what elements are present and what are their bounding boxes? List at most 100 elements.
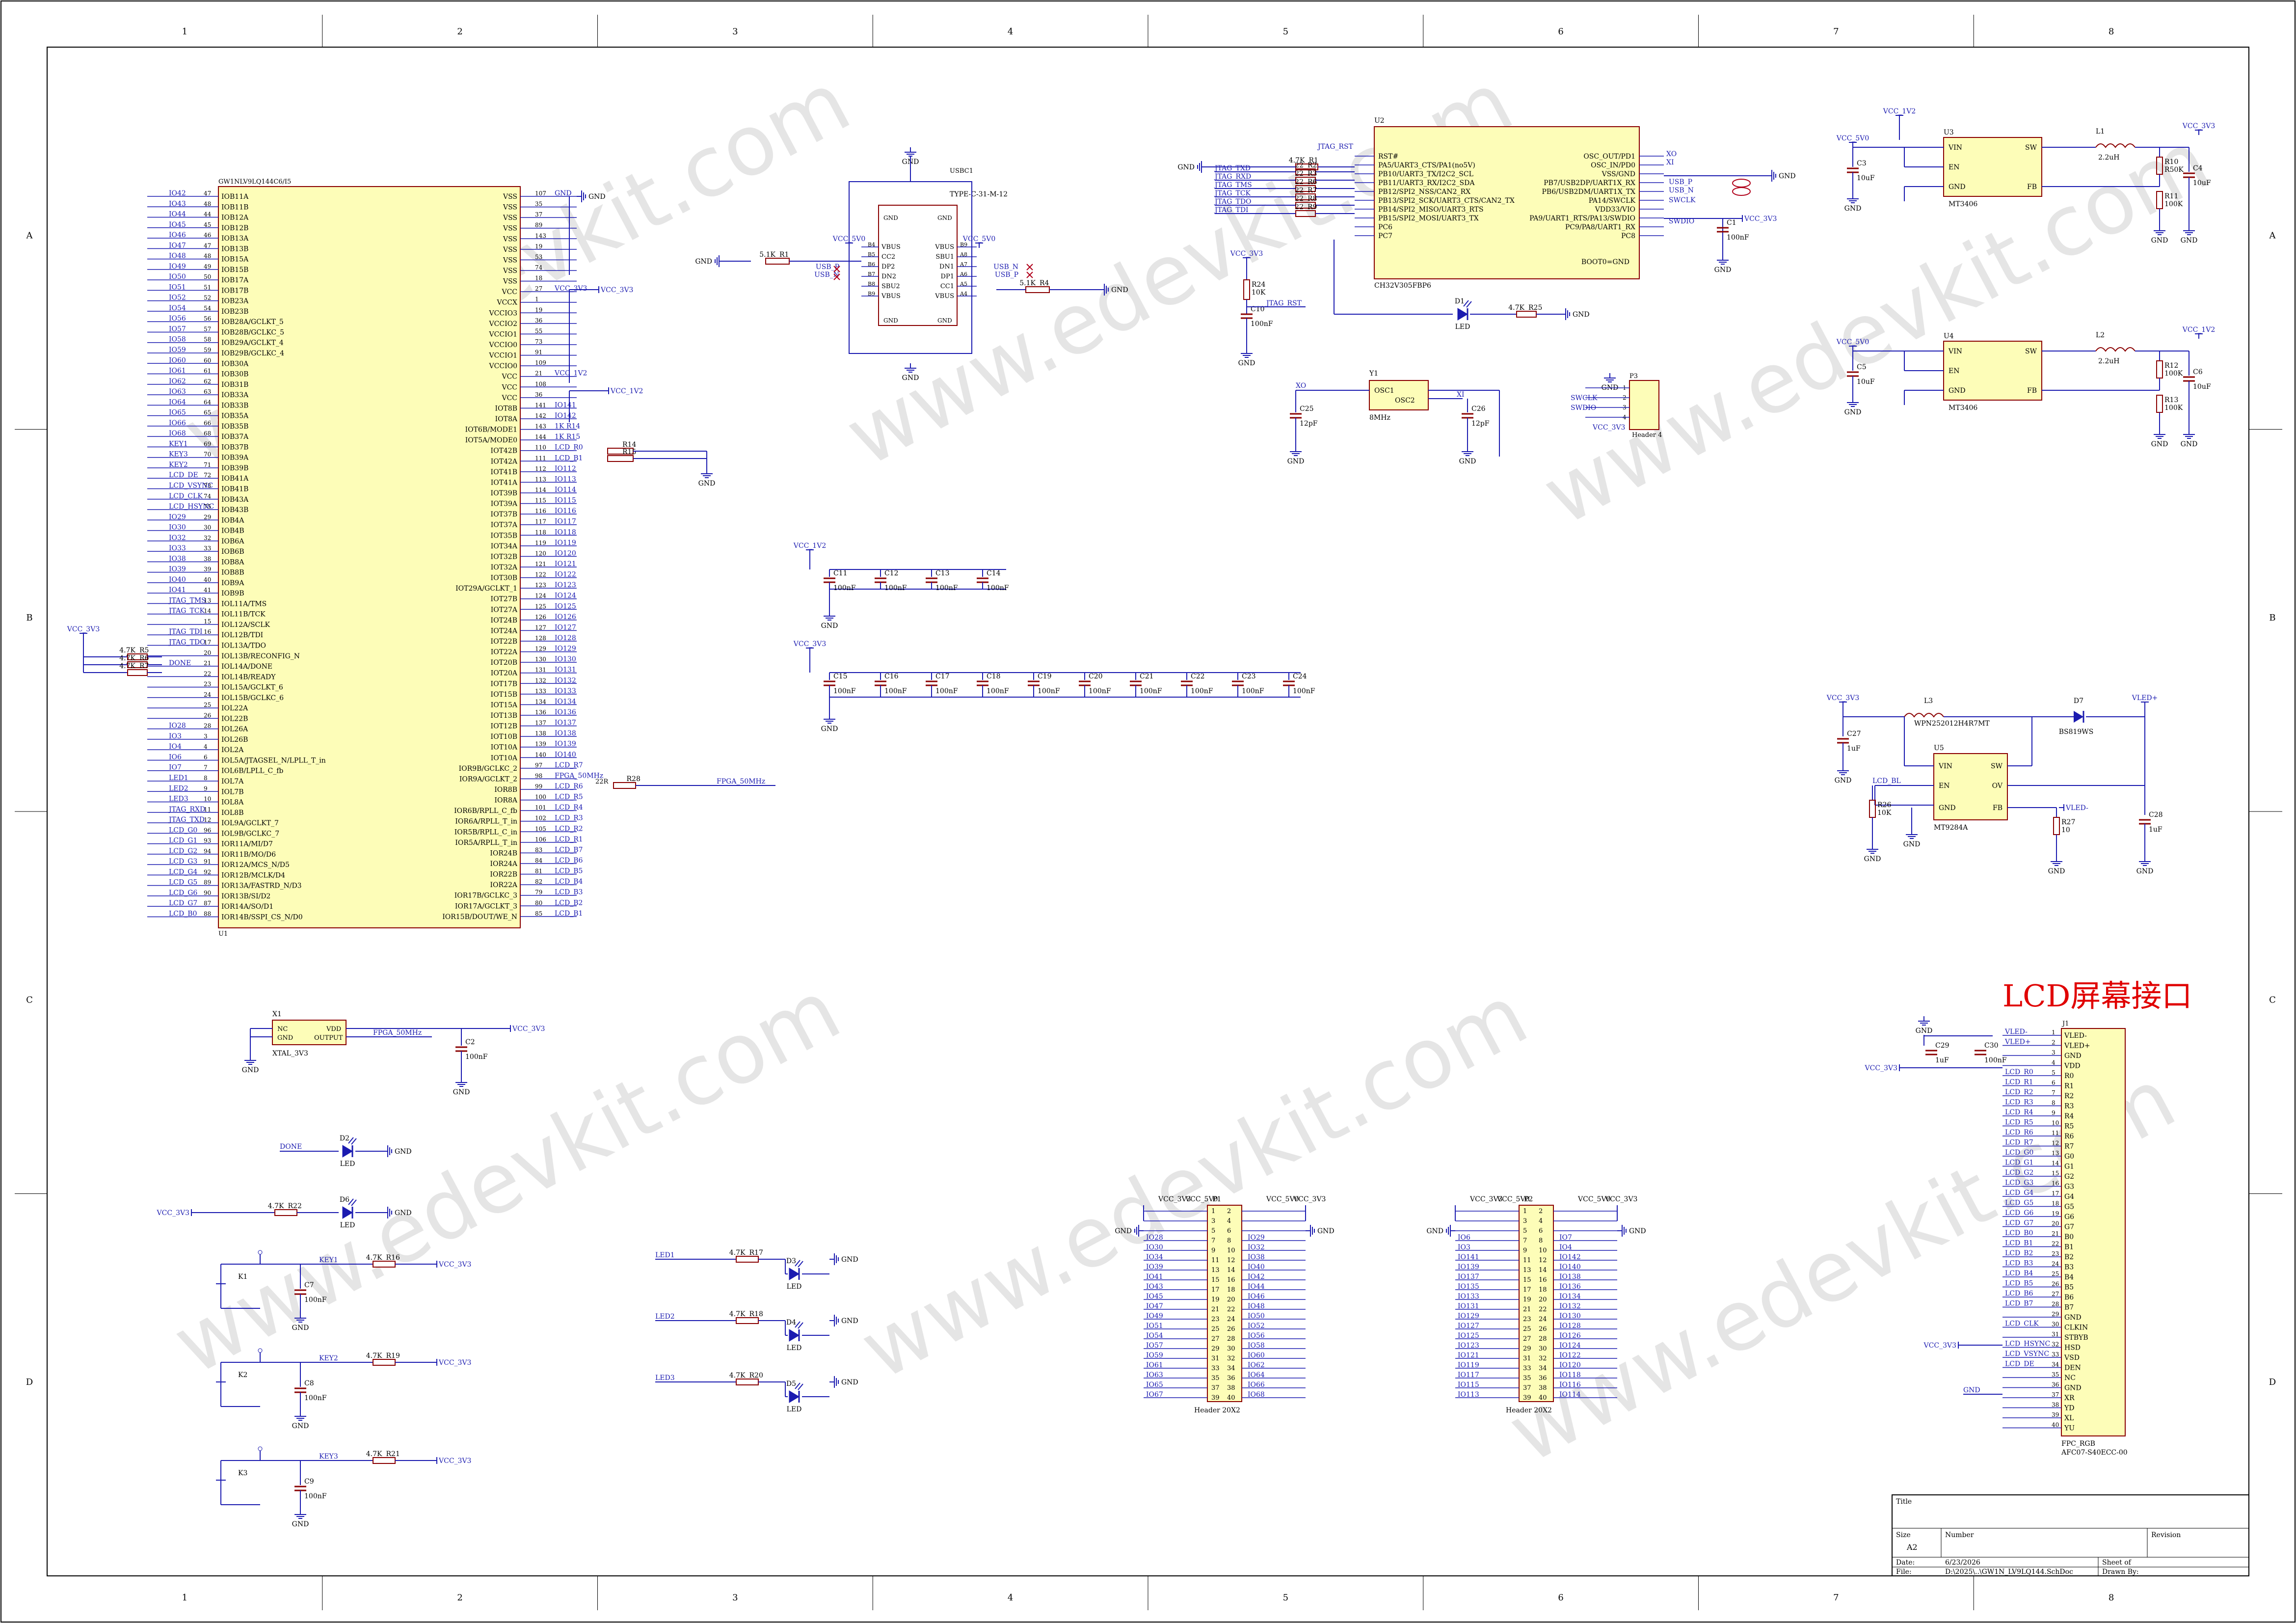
cap-ref: C22	[1191, 673, 1205, 680]
boost-vin: VIN	[1938, 762, 1952, 770]
fpga-pin-number: 100	[535, 794, 546, 801]
fpga-left-net: LCD_G2	[169, 847, 197, 855]
led-diode	[1457, 308, 1468, 321]
column-marker: 3	[732, 27, 738, 37]
wire	[348, 1198, 354, 1205]
column-marker: 7	[1833, 27, 1839, 37]
fpga-pin-name: IOB8B	[221, 569, 244, 577]
resistor-value: 4.7K	[119, 662, 135, 670]
usb-gnd-bot: GND	[883, 317, 898, 324]
fpga-pin-name: IOR8B	[494, 786, 517, 794]
header-pin-even: 8	[1539, 1237, 1543, 1244]
dcdc-part: MT3406	[1949, 404, 1977, 412]
fpga-pin-number: 11	[204, 806, 211, 813]
fpga-pin-number: 122	[535, 571, 546, 578]
header-left-net: IO139	[1458, 1263, 1479, 1271]
fpga-right-net: IO140	[555, 751, 576, 758]
lcd-pin-name: GND	[2064, 1314, 2082, 1322]
fpga-pin-name: VCCIO0	[489, 341, 517, 349]
gnd-symbol: GND	[1573, 311, 1590, 319]
column-marker: 8	[2109, 27, 2114, 37]
fpga-pin-number: 32	[204, 535, 211, 541]
fpga-pin-name: VSS	[503, 225, 517, 233]
cap-ref: C2	[465, 1038, 475, 1046]
fpga-left-net: IO38	[169, 555, 186, 563]
fpga-pin-number: 136	[535, 709, 546, 716]
lcd-pin-name: G7	[2064, 1223, 2074, 1231]
header-pin-odd: 33	[1523, 1365, 1531, 1372]
usb-pinnum: B9	[960, 242, 967, 248]
fpga-right-net: IO126	[555, 613, 576, 621]
mcu-net-left: JTAG_TXD	[1214, 164, 1251, 172]
fpga-right-net: IO124	[555, 592, 576, 600]
lcd-pin-number: 15	[2052, 1170, 2059, 1177]
header-pin-odd: 19	[1523, 1296, 1531, 1303]
switch-contact	[258, 1250, 263, 1255]
header-pin-odd: 11	[1211, 1257, 1220, 1264]
lcd-pin-name: G1	[2064, 1163, 2074, 1171]
led-net: LED3	[655, 1374, 675, 1382]
fpga-right-net: LCD_B4	[555, 878, 583, 886]
cap-value: 100nF	[935, 584, 958, 592]
fpga-pin-name: IOB23A	[221, 298, 249, 305]
fpga-pin-name: VCCIO3	[489, 309, 517, 317]
boost-inductor-value: WPN252012H4R7MT	[1914, 720, 1990, 728]
fpga-left-net: JTAG_TDI	[168, 628, 203, 636]
column-marker: 2	[457, 1593, 462, 1603]
header-pin-even: 20	[1539, 1296, 1547, 1303]
fpga-pin-name: IOB33B	[221, 402, 248, 409]
header-left-net: IO39	[1146, 1263, 1163, 1271]
lcd-pin-name: B2	[2064, 1253, 2074, 1261]
gnd-symbol: GND	[1629, 1227, 1646, 1235]
header-left-net: IO59	[1146, 1352, 1163, 1359]
fpga-pin-number: 134	[535, 698, 546, 705]
fpga-pin-number: 125	[535, 603, 546, 610]
column-marker: 1	[182, 1593, 187, 1603]
fpga-left-net: LCD_DE	[169, 471, 198, 479]
header-right-net: IO126	[1559, 1332, 1581, 1340]
cap-value: 100nF	[935, 687, 958, 695]
header-right-net: IO58	[1248, 1342, 1265, 1350]
header-left-net: IO65	[1146, 1381, 1163, 1389]
header-pin-odd: 1	[1523, 1208, 1527, 1215]
fpga-right-net: IO119	[555, 539, 576, 547]
hdr4-ref: P3	[1629, 373, 1638, 380]
fpga-pin-number: 19	[535, 243, 542, 250]
lcd-pin-name: R5	[2064, 1123, 2074, 1131]
header-right-net: IO120	[1559, 1361, 1581, 1369]
titleblock-frame	[1892, 1494, 2249, 1576]
fpga-pin-number: 127	[535, 624, 546, 631]
cap-value: 10uF	[2193, 179, 2211, 187]
fpga-left-net: IO51	[169, 283, 186, 291]
wire	[1026, 271, 1033, 278]
fpga-pin-number: 89	[204, 879, 211, 886]
power-port: VCC_1V2	[2182, 326, 2215, 334]
boost-designator: U5	[1934, 744, 1944, 752]
led-ref: D5	[786, 1380, 796, 1388]
led-diode	[789, 1329, 800, 1342]
fpga-pin-name: IOT12B	[491, 723, 517, 730]
fpga-left-net: IO44	[169, 211, 186, 218]
mcu-pin-right: PB7/USB2DP/UART1X_RX	[1544, 179, 1635, 187]
fpga-pin-number: 89	[535, 222, 542, 229]
fpga-left-net: KEY3	[169, 451, 188, 459]
header-pin-odd: 1	[1211, 1208, 1215, 1215]
lcd-pin-name: G5	[2064, 1203, 2074, 1211]
red-marker	[1732, 187, 1751, 196]
fpga-pin-number: 108	[535, 380, 546, 387]
lcd-pin-number: 3	[2052, 1049, 2056, 1056]
usb-gnd-bot2: GND	[937, 317, 952, 324]
fpga-pin-number: 17	[204, 639, 211, 646]
cap-ref: C12	[884, 569, 899, 577]
usb-designator: USBC1	[950, 167, 973, 175]
lcd-pin-name: G4	[2064, 1193, 2074, 1201]
cap-value: 100nF	[304, 1492, 327, 1500]
fpga-pin-number: 137	[535, 720, 546, 727]
gnd-symbol: GND	[1177, 163, 1195, 171]
lcd-net: LCD_G1	[2005, 1159, 2033, 1167]
lcd-net: VLED-	[2004, 1028, 2028, 1036]
resistor-value: 100K	[2164, 404, 2183, 412]
tb-size: A2	[1906, 1542, 1918, 1552]
